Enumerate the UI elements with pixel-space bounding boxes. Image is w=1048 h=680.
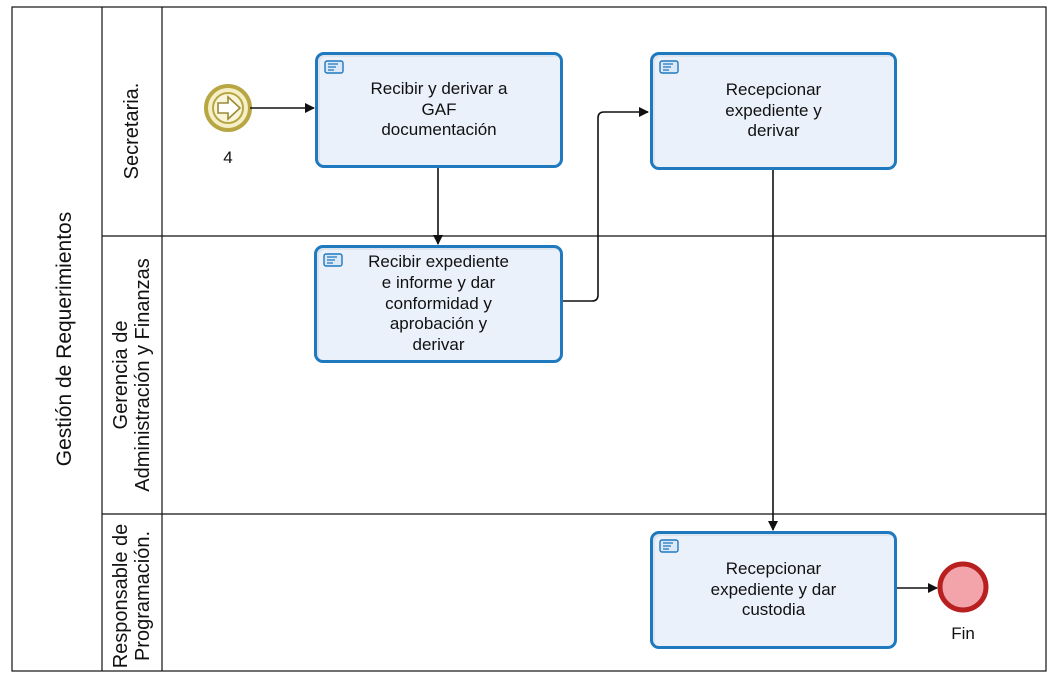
task-doc-icon	[659, 60, 679, 74]
task-recibir-derivar-gaf[interactable]: Recibir y derivar a GAF documentación	[315, 52, 563, 168]
task-label: Recepcionar expediente y dar custodia	[710, 558, 837, 620]
lane-title-responsable: Responsable de Programación.	[109, 523, 154, 669]
end-event[interactable]	[937, 561, 989, 613]
lane-title-secretaria: Secretaria.	[120, 82, 143, 180]
task-label: Recibir y derivar a GAF documentación	[370, 78, 508, 140]
task-recepcionar-custodia[interactable]: Recepcionar expediente y dar custodia	[650, 531, 897, 649]
arrow-right-icon	[217, 95, 242, 121]
start-event-label: 4	[223, 148, 233, 167]
task-label: Recepcionar expediente y derivar	[725, 79, 822, 141]
flow-recibir-expediente-to-recepcionar	[563, 107, 649, 302]
task-label: Recibir expediente e informe y dar confo…	[368, 252, 509, 355]
pool-title: Gestión de Requerimientos	[53, 211, 77, 467]
pool-border	[11, 6, 1047, 672]
task-recepcionar-derivar[interactable]: Recepcionar expediente y derivar	[650, 52, 897, 170]
task-doc-icon	[324, 60, 344, 74]
task-doc-icon	[659, 539, 679, 553]
end-event-label: Fin	[951, 624, 975, 643]
lane-title-gerencia: Gerencia de Administración y Finanzas	[109, 258, 154, 492]
task-recibir-expediente[interactable]: Recibir expediente e informe y dar confo…	[314, 245, 563, 363]
start-event[interactable]	[204, 84, 252, 132]
task-doc-icon	[323, 253, 343, 267]
